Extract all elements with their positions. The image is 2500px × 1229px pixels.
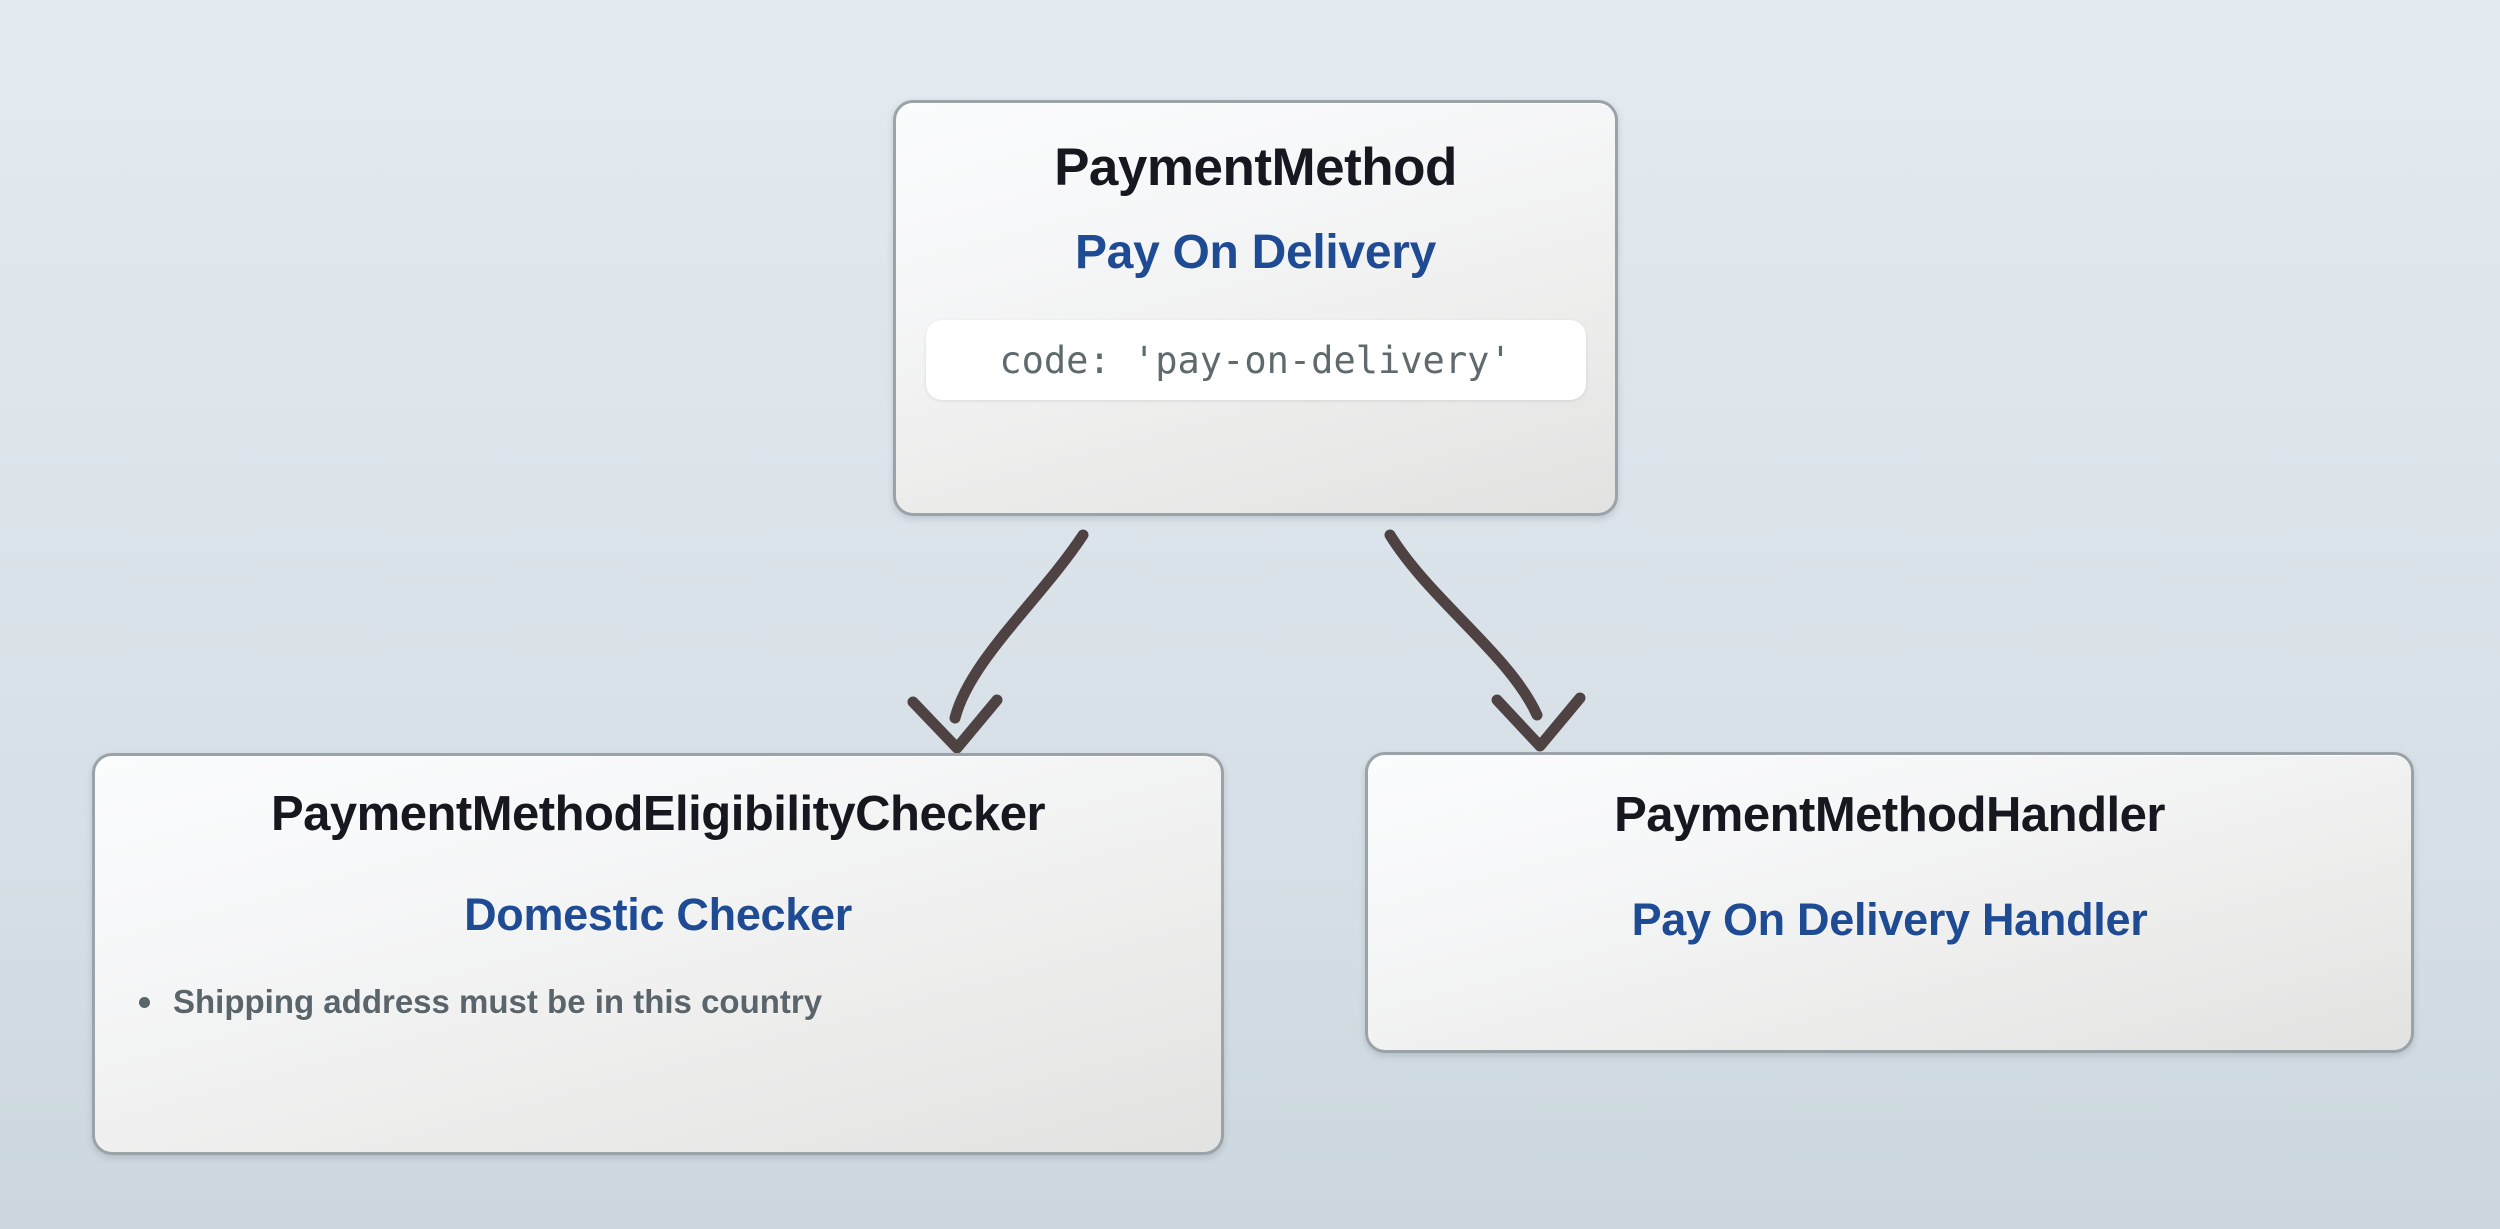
list-item: Shipping address must be in this country: [131, 981, 822, 1022]
node-root-code-box: code: 'pay-on-delivery': [925, 320, 1586, 401]
node-checker-bullet-list: Shipping address must be in this country: [131, 981, 822, 1022]
node-root-type-label: PaymentMethod: [1054, 138, 1457, 197]
node-payment-method-eligibility-checker[interactable]: PaymentMethodEligibilityChecker Domestic…: [92, 753, 1224, 1155]
node-payment-method-handler[interactable]: PaymentMethodHandler Pay On Delivery Han…: [1365, 752, 2414, 1053]
node-root-name-label: Pay On Delivery: [1074, 226, 1437, 280]
node-checker-type-label: PaymentMethodEligibilityChecker: [270, 787, 1046, 841]
node-root-code-text: code: 'pay-on-delivery': [999, 338, 1512, 382]
node-handler-name-label: Pay On Delivery Handler: [1631, 893, 2148, 945]
edge-root-to-handler: [1384, 529, 1586, 752]
edge-root-to-checker: [907, 529, 1089, 754]
node-payment-method[interactable]: PaymentMethod Pay On Delivery code: 'pay…: [893, 100, 1618, 516]
node-handler-type-label: PaymentMethodHandler: [1614, 788, 2165, 842]
node-checker-name-label: Domestic Checker: [464, 888, 852, 940]
